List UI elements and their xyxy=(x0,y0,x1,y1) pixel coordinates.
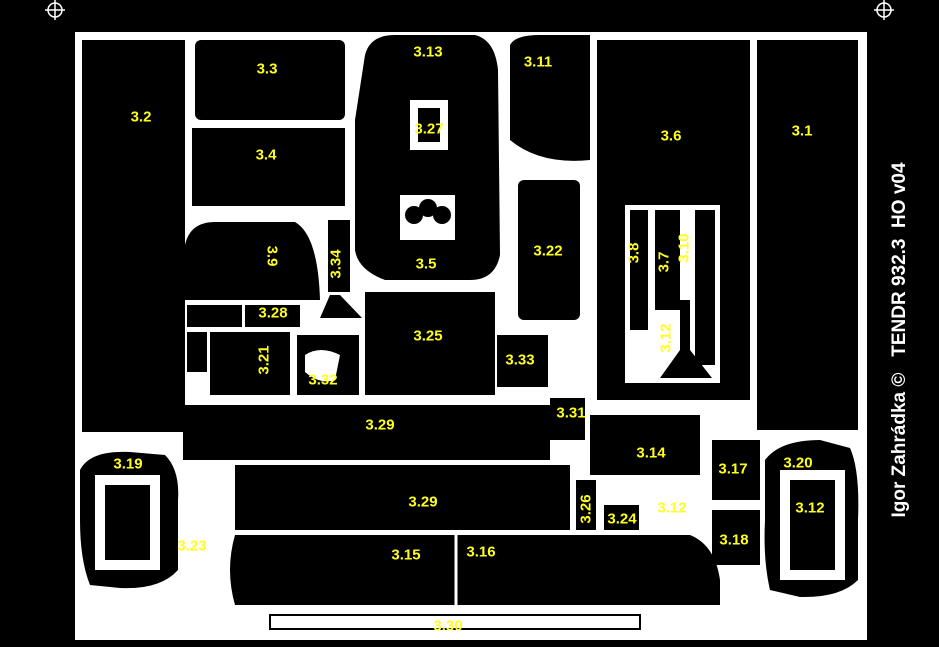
part-label: 3.8 xyxy=(625,242,643,264)
part-3-2 xyxy=(82,40,185,432)
part-label: 3.29 xyxy=(408,493,438,511)
part-label: 3.1 xyxy=(791,122,813,140)
part-label: 3.10 xyxy=(675,233,693,263)
part-label: 3.25 xyxy=(413,327,443,345)
part-label: 3.19 xyxy=(113,455,143,473)
part-label: 3.12 xyxy=(795,499,825,517)
part-label: 3.9 xyxy=(263,245,281,267)
part-label: 3.3 xyxy=(256,60,278,78)
part-label: 3.5 xyxy=(415,255,437,273)
part-label: 3.11 xyxy=(523,53,553,71)
part-label: 3.22 xyxy=(533,242,563,260)
part-3-29-bottom xyxy=(235,465,570,530)
part-label: 3.29 xyxy=(365,416,395,434)
part-3-21 xyxy=(210,332,290,395)
part-label: 3.31 xyxy=(556,404,586,422)
credit-text: Igor Zahrádka © TENDR 932.3 HO v04 xyxy=(889,162,910,518)
part-label: 3.17 xyxy=(718,460,748,478)
part-label: 3.14 xyxy=(636,444,666,462)
part-label: 3.13 xyxy=(413,43,443,61)
part-3-26 xyxy=(576,480,596,530)
part-label: 3.28 xyxy=(258,304,288,322)
part-3-28 xyxy=(245,305,300,327)
part-3-18 xyxy=(712,510,760,565)
part-3-9 xyxy=(185,222,320,300)
part-3-11 xyxy=(510,35,590,161)
part-3-13-3-5 xyxy=(355,35,500,280)
part-label: 3.27 xyxy=(414,120,444,138)
part-3-24 xyxy=(604,505,639,530)
part-3-17 xyxy=(712,440,760,500)
part-label: 3.7 xyxy=(655,251,673,273)
part-3-25 xyxy=(365,292,495,395)
part-label: 3.18 xyxy=(719,531,749,549)
part-label: 3.21 xyxy=(255,345,273,375)
parts xyxy=(80,35,859,630)
part-label: 3.2 xyxy=(130,108,152,126)
part-label: 3.33 xyxy=(505,351,535,369)
part-3-34 xyxy=(328,220,350,292)
part-3-4 xyxy=(192,128,345,206)
part-3-15-3-16 xyxy=(230,535,720,605)
part-3-30 xyxy=(269,614,641,630)
part-label: 3.30 xyxy=(433,617,463,635)
part-3-29-top xyxy=(183,405,550,460)
part-3-34-tab xyxy=(320,295,362,318)
part-label: 3.24 xyxy=(607,510,637,528)
part-label: 3.12 xyxy=(657,499,687,517)
part-3-3 xyxy=(195,40,345,120)
part-3-1 xyxy=(757,40,858,430)
registration-marks xyxy=(45,0,894,20)
part-label: 3.26 xyxy=(577,494,595,524)
part-label: 3.32 xyxy=(308,371,338,389)
part-label: 3.16 xyxy=(466,543,496,561)
part-label: 3.6 xyxy=(660,127,682,145)
part-label: 3.4 xyxy=(255,146,277,164)
part-3-14 xyxy=(590,415,700,475)
part-label: 3.20 xyxy=(783,454,813,472)
part-3-22 xyxy=(518,180,580,320)
part-label: 3.23 xyxy=(177,537,207,555)
part-label: 3.15 xyxy=(391,546,421,564)
part-3-31 xyxy=(550,398,585,440)
part-label: 3.34 xyxy=(327,249,345,279)
part-label: 3.12 xyxy=(657,323,675,353)
part-3-33 xyxy=(497,335,548,387)
